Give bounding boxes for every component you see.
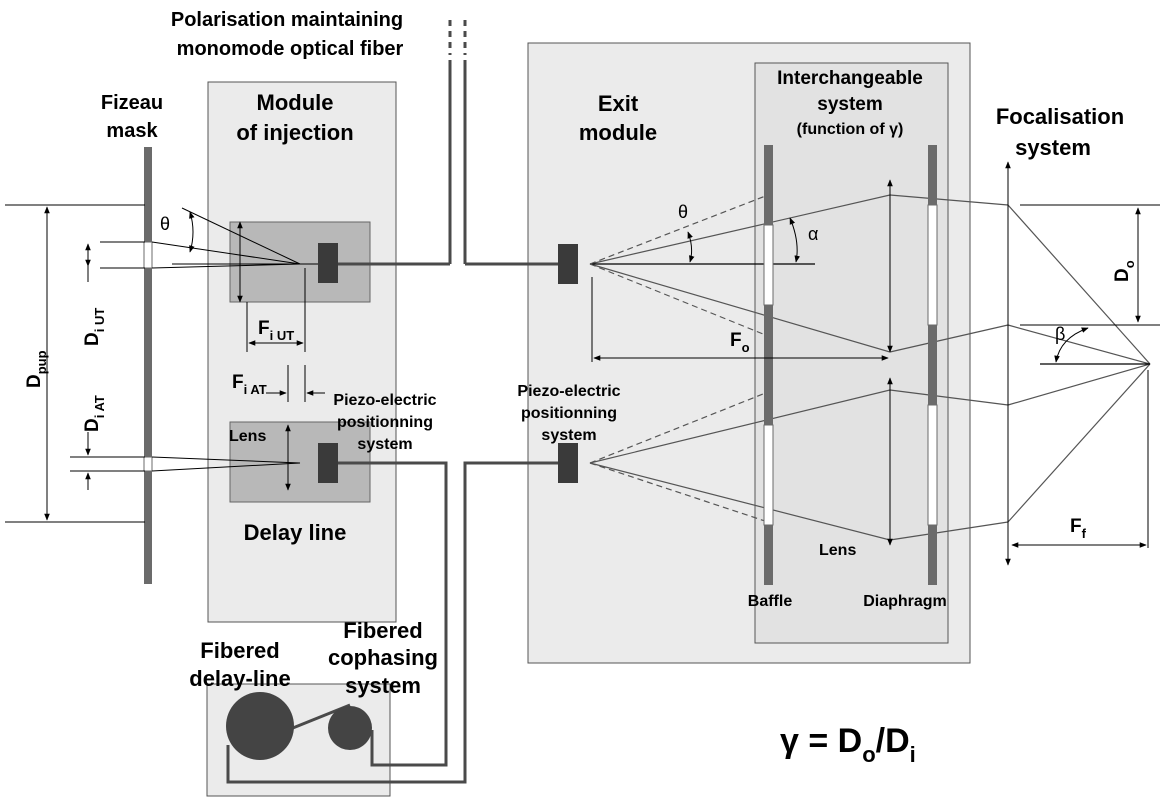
baffle — [764, 145, 773, 585]
fizeau-mask-upper — [144, 147, 152, 242]
d-o-label: Do — [1112, 260, 1137, 282]
gamma-formula: γ = Do/Di — [780, 722, 916, 767]
connector-exit-lower — [558, 443, 578, 483]
piezo-left-label-line2: positionning — [337, 414, 433, 431]
interchangeable-title: Interchangeable — [777, 68, 923, 89]
d-i-at-label: Di AT — [82, 395, 107, 432]
piezo-right-label-line3: system — [541, 427, 596, 444]
dimension-arrows-left — [44, 206, 325, 521]
focalisation-title-line2: system — [1015, 135, 1091, 160]
piezo-left-label: Piezo-electric — [333, 392, 436, 409]
exit-title: Exit — [598, 91, 639, 116]
fiber-title-line2: monomode optical fiber — [177, 38, 404, 60]
f-i-at-label: Fi AT — [232, 372, 267, 397]
diaphragm-label: Diaphragm — [863, 593, 947, 610]
baffle-label: Baffle — [748, 593, 793, 610]
optical-fiber — [226, 20, 558, 784]
svg-text:Do: Do — [1112, 260, 1137, 282]
interchangeable-title-line3: (function of γ) — [797, 121, 904, 138]
focalisation-title: Focalisation — [996, 104, 1124, 129]
fiber-title: Polarisation maintaining — [171, 9, 403, 31]
delay-spool-large — [226, 692, 294, 760]
lens-left-label: Lens — [229, 428, 266, 445]
connector-inj-lower — [318, 443, 338, 483]
cophasing-label: Fibered — [343, 618, 422, 643]
interchangeable-panel — [754, 62, 949, 644]
f-f-label: Ff — [1070, 516, 1087, 541]
connector-inj-upper — [318, 243, 338, 283]
cophasing-label-line3: system — [345, 673, 421, 698]
interchangeable-title-line2: system — [817, 94, 883, 115]
lens-right-label: Lens — [819, 542, 856, 559]
cophasing-label-line2: cophasing — [328, 645, 438, 670]
alpha-label: α — [808, 224, 818, 244]
exit-title-line2: module — [579, 120, 657, 145]
injection-title: Module — [257, 90, 334, 115]
injection-rays — [5, 204, 318, 523]
svg-text:Di UT: Di UT — [82, 308, 107, 346]
exit-rays — [589, 194, 1151, 541]
fizeau-label-line2: mask — [106, 120, 158, 142]
delay-line-label: Delay line — [244, 520, 347, 545]
svg-text:Di AT: Di AT — [82, 395, 107, 432]
beta-label: β — [1055, 324, 1065, 344]
svg-text:Dpup: Dpup — [24, 350, 49, 388]
injection-module-panel — [207, 81, 397, 623]
piezo-left-label-line3: system — [357, 436, 412, 453]
connector-exit-upper — [558, 244, 578, 284]
f-o-label: Fo — [730, 330, 750, 355]
fibered-delay-label: Fibered — [200, 638, 279, 663]
diaphragm — [928, 145, 937, 585]
injection-title-line2: of injection — [236, 120, 353, 145]
d-i-ut-label: Di UT — [82, 308, 107, 346]
fizeau-mask-middle — [144, 268, 152, 457]
exit-lenses — [591, 161, 1160, 566]
piezo-right-label: Piezo-electric — [517, 383, 620, 400]
delay-line-box-top — [229, 221, 371, 303]
theta-right: θ — [678, 202, 688, 222]
fizeau-mask-lower — [144, 471, 152, 584]
piezo-right-label-line2: positionning — [521, 405, 617, 422]
fizeau-label: Fizeau — [101, 92, 163, 114]
theta-left: θ — [160, 214, 170, 234]
f-i-ut-label: Fi UT — [258, 318, 294, 343]
cophasing-spool — [328, 706, 372, 750]
fibered-delay-label-line2: delay-line — [189, 666, 290, 691]
d-pup-label: Dpup — [24, 350, 49, 388]
